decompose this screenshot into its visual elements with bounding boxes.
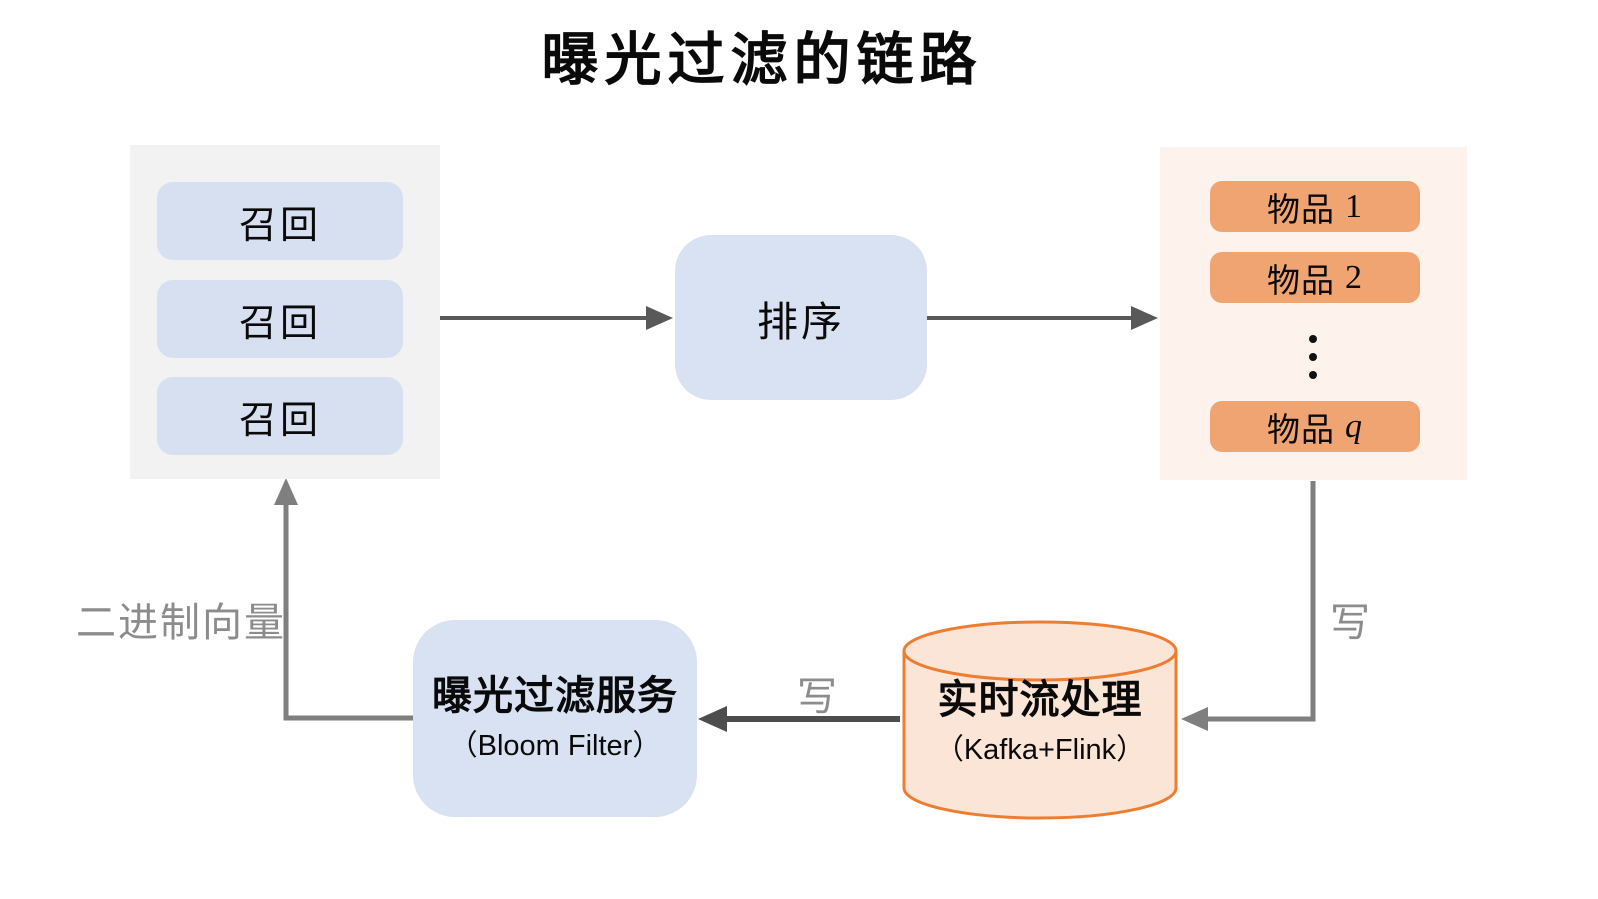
recall-node-3: 召回: [157, 377, 403, 455]
item-node-q: 物品 q: [1210, 401, 1420, 452]
ranking-node: 排序: [675, 235, 927, 400]
item-node-q-label: 物品: [1267, 410, 1335, 448]
item-node-2-index: 2: [1345, 258, 1363, 296]
diagram-title: 曝光过滤的链路: [541, 29, 983, 92]
write-edge-label-stream-to-service: 写: [797, 675, 837, 719]
stream-processor-sublabel: （Kafka+Flink）: [934, 734, 1146, 766]
stream-processor-cylinder: [902, 620, 1178, 820]
arrow-recall-to-ranking: [440, 306, 673, 330]
vertical-ellipsis: [1309, 335, 1317, 379]
exposure-filter-service-label: 曝光过滤服务: [432, 673, 678, 718]
arrow-items-to-stream: [1181, 481, 1316, 731]
item-node-1-label: 物品: [1267, 190, 1335, 228]
item-node-2-label: 物品: [1267, 261, 1335, 299]
binary-vector-edge-label: 二进制向量: [76, 601, 286, 645]
item-node-q-index: q: [1345, 407, 1363, 445]
item-node-2: 物品 2: [1210, 252, 1420, 303]
recall-node-3-label: 召回: [238, 399, 321, 442]
recall-node-2-label: 召回: [238, 302, 321, 345]
item-node-1-index: 1: [1345, 187, 1363, 225]
stream-processor-label: 实时流处理: [937, 678, 1143, 722]
recall-node-1: 召回: [157, 182, 403, 260]
recall-panel: 召回 召回 召回: [130, 145, 440, 479]
stream-processor-text: 实时流处理 （Kafka+Flink）: [900, 648, 1180, 798]
exposure-filter-service-node: 曝光过滤服务 （Bloom Filter）: [413, 620, 697, 817]
exposure-filter-service-sublabel: （Bloom Filter）: [448, 729, 662, 762]
ranking-node-label: 排序: [757, 298, 845, 345]
items-panel: 物品 1 物品 2 物品 q: [1160, 147, 1467, 480]
write-edge-label-items-to-stream: 写: [1330, 601, 1370, 645]
recall-node-2: 召回: [157, 280, 403, 358]
recall-node-1-label: 召回: [238, 204, 321, 247]
item-node-1: 物品 1: [1210, 181, 1420, 232]
arrow-ranking-to-items: [927, 306, 1158, 330]
arrow-service-to-recall: [274, 478, 413, 721]
